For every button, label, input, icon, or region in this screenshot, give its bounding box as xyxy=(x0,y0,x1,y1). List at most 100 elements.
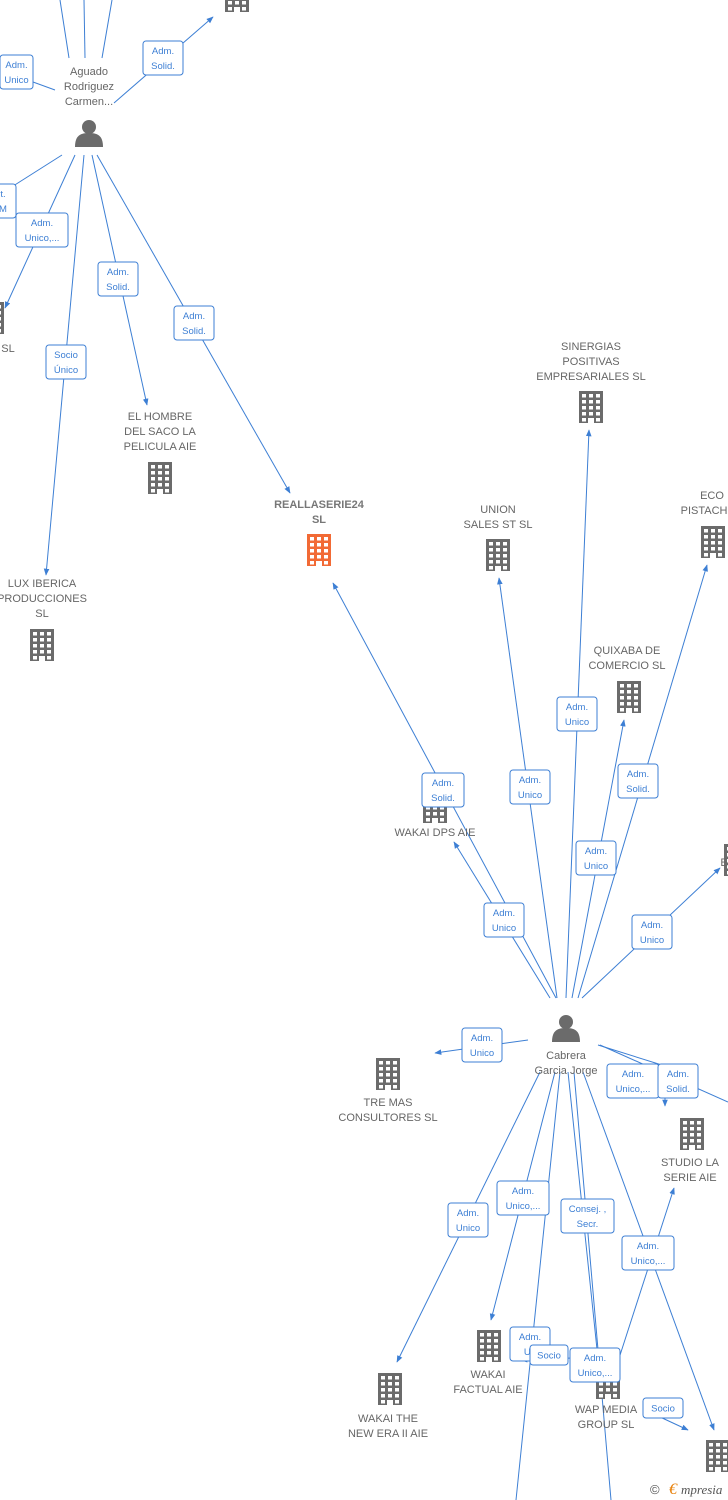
edge-label-aguado-top-admsolid[interactable]: Adm.Solid. xyxy=(142,40,184,76)
company-node-tre-mas[interactable]: TRE MAS CONSULTORES SL xyxy=(338,1058,438,1124)
edge-line xyxy=(101,0,113,59)
building-icon xyxy=(617,681,641,713)
person-node-aguado[interactable]: AguadoRodriguezCarmen... xyxy=(64,66,114,147)
edge-label-cabrera-realla-admsolid[interactable]: Adm. Solid. xyxy=(421,772,465,808)
edge-label-line: Consej. , xyxy=(569,1204,607,1215)
edge-label-line: Adm. xyxy=(31,218,53,229)
company-node-studio-la-serie[interactable]: STUDIO LASERIE AIE xyxy=(661,1118,720,1184)
node-label-line: Rodriguez xyxy=(64,81,114,93)
node-label-line: POSITIVAS xyxy=(562,356,619,368)
node-label-line: GROUP SL xyxy=(578,1419,635,1431)
building-icon xyxy=(680,1118,704,1150)
node-label-line: WAKAI DPS AIE xyxy=(395,827,476,839)
edge-label-line: Solid. xyxy=(666,1084,690,1095)
edge-label-cabrera-sinergias-admunico[interactable]: Adm.Unico xyxy=(556,696,598,732)
edge-label-line: Adm. xyxy=(519,1332,541,1343)
edge-label-aguado-left-admunico2[interactable]: Adm. Unico,... xyxy=(15,212,69,248)
edge-line xyxy=(83,0,86,59)
edge-label-line: Adm. xyxy=(622,1069,644,1080)
edge-label-cabrera-righte-admunico[interactable]: Adm.Unico xyxy=(631,914,673,950)
edge-label-line: Adm. xyxy=(519,775,541,786)
edge-label-line: Solid. xyxy=(626,784,650,795)
building-icon xyxy=(0,302,4,334)
edge-label-line: Unico xyxy=(518,790,542,801)
node-label-line: Aguado xyxy=(70,66,108,78)
node-label-line: Cabrera xyxy=(546,1050,587,1062)
edge-label-aguado-realla-admsolid[interactable]: Adm.Solid. xyxy=(173,305,215,341)
edge-label-aguado-left-cut[interactable]: t.M xyxy=(0,183,17,219)
node-label-line: PRODUCCIONES xyxy=(0,593,87,605)
company-node-eco-pistachos[interactable]: ECOPISTACHOS xyxy=(681,490,728,558)
edge-label-line: Solid. xyxy=(151,61,175,72)
building-icon xyxy=(148,462,172,494)
node-label-line: UNION xyxy=(480,504,516,516)
node-label-line: DEL SACO LA xyxy=(124,426,196,438)
company-node-bottom-right[interactable] xyxy=(706,1440,728,1472)
company-node-right-e[interactable]: E xyxy=(720,844,728,876)
edge-label-line: Adm. xyxy=(627,769,649,780)
edge-label-cabrera-wakaidps-admunico[interactable]: Adm.Unico xyxy=(483,902,525,938)
building-icon xyxy=(225,0,249,12)
edge-line xyxy=(59,0,70,59)
edge-label-line: Unico xyxy=(456,1223,480,1234)
edge-label-cabrera-eco-admsolid[interactable]: Adm. Solid. xyxy=(617,763,659,799)
node-label-line: TRE MAS xyxy=(364,1097,413,1109)
edge-label-cabrera-quixaba-admunico[interactable]: Adm.Unico xyxy=(575,840,617,876)
edge-label-line: Unico,... xyxy=(506,1201,541,1212)
edge-label-cabrera-bottomright-socio[interactable]: Socio xyxy=(642,1397,684,1419)
edge-label-line: Unico xyxy=(565,717,589,728)
edge-label-line: Unico xyxy=(640,935,664,946)
building-icon xyxy=(477,1330,501,1362)
edge-line xyxy=(597,1044,666,1067)
node-label-line: WAP MEDIA xyxy=(575,1404,638,1416)
company-node-left-sl[interactable]: SL xyxy=(0,302,15,355)
node-label-line: SL xyxy=(312,514,326,526)
edge-label-line: Adm. xyxy=(512,1186,534,1197)
edge-label-line: Unico,... xyxy=(25,233,60,244)
edge-label-cabrera-studio-admsolid[interactable]: Adm.Solid. xyxy=(657,1063,699,1099)
edge-label-line: Socio xyxy=(651,1404,675,1415)
edge-label-cabrera-factual-admunico[interactable]: Adm. Unico,... xyxy=(496,1180,550,1216)
edge-label-line: Único xyxy=(54,365,78,376)
edge-label-line: Adm. xyxy=(584,1353,606,1364)
node-label-line: COMERCIO SL xyxy=(588,660,665,672)
person-icon xyxy=(552,1015,580,1042)
node-label-line: REALLASERIE24 xyxy=(274,499,365,511)
edge-label-line: Adm. xyxy=(5,60,27,71)
edge-label-cabrera-studio-admunico[interactable]: Adm.Unico,... xyxy=(606,1063,660,1099)
edge-label-cabrera-wap-consej[interactable]: Consej. ,Secr. xyxy=(560,1198,615,1234)
building-icon xyxy=(701,526,725,558)
edge-label-cabrera-union-admunico[interactable]: Adm. Unico xyxy=(509,769,551,805)
edge-label-cabrera-newera-admunico[interactable]: Adm.Unico xyxy=(447,1202,489,1238)
edge-label-line: Adm. xyxy=(493,908,515,919)
edge-label-line: Solid. xyxy=(431,793,455,804)
edge-label-line: Unico xyxy=(584,861,608,872)
node-label-line: EMPRESARIALES SL xyxy=(536,371,645,383)
edge-label-line: Unico,... xyxy=(578,1368,613,1379)
edge-label-line: Adm. xyxy=(432,778,454,789)
edge-label-line: Solid. xyxy=(106,282,130,293)
node-label-line: SALES ST SL xyxy=(464,519,533,531)
edge-line xyxy=(515,1071,561,1500)
node-label-line: CONSULTORES SL xyxy=(338,1112,437,1124)
company-node-top-partial[interactable] xyxy=(225,0,249,12)
edge-label-aguado-hombre-admsolid[interactable]: Adm.Solid. xyxy=(97,261,139,297)
edge-label-aguado-left-admunico[interactable]: Adm.Unico xyxy=(0,54,34,90)
edge-label-cabrera-studio-admunico2[interactable]: Adm.Unico,... xyxy=(621,1235,675,1271)
edge-label-line: Adm. xyxy=(183,311,205,322)
company-node-union-sales[interactable]: UNION SALES ST SL xyxy=(464,504,533,571)
edge-label-cabrera-factual-socio[interactable]: Socio xyxy=(529,1344,569,1366)
edge-label-cabrera-wap-admunico[interactable]: Adm. Unico,... xyxy=(569,1347,621,1383)
edge-label-cabrera-tremas-admunico[interactable]: Adm.Unico xyxy=(461,1027,503,1063)
